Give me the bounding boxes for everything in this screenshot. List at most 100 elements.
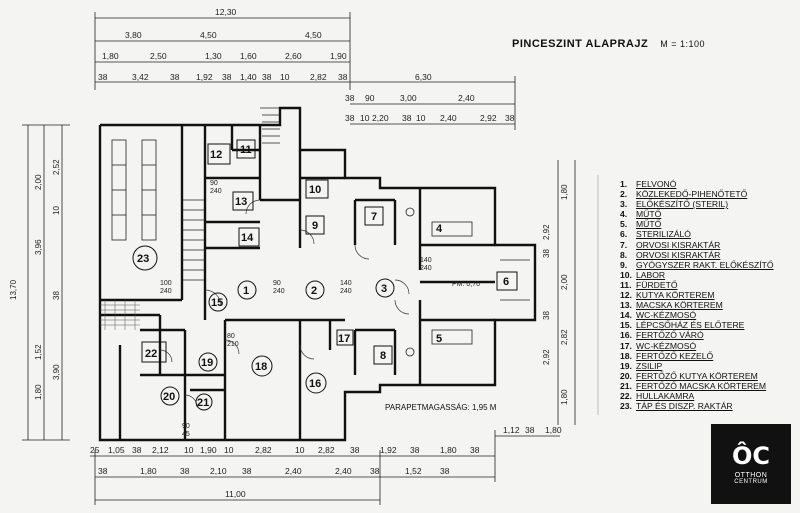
room-18: 18 [255, 361, 267, 373]
legend-item: 3. ELŐKÉSZÍTŐ (STERIL) [620, 199, 774, 209]
legend-number: 7. [620, 239, 628, 250]
legend-text: LABOR [636, 269, 666, 280]
left-dimension-labels: 13,70 3,96 2,00 1,52 10 2,52 38 3,90 1,8… [9, 159, 61, 400]
svg-text:90: 90 [273, 280, 281, 287]
legend-item: 21.FERTŐZŐ MACSKA KÖRTEREM [620, 381, 774, 391]
right-dimension-labels: 1,80 2,92 38 2,00 38 2,82 2,92 1,80 [542, 184, 569, 405]
room-23: 23 [137, 253, 149, 265]
legend-text: STERILIZÁLÓ [636, 229, 691, 240]
svg-text:38: 38 [262, 72, 272, 82]
bottom-dimension-labels: 25 1,05 38 2,12 10 1,90 10 2,82 10 2,82 … [90, 425, 562, 499]
svg-text:1,80: 1,80 [545, 425, 562, 435]
svg-text:90: 90 [210, 180, 218, 187]
legend-number: 3. [620, 199, 628, 210]
legend-text: KUTYA KÖRTEREM [636, 290, 715, 301]
left-dimension-lines [22, 124, 70, 441]
svg-text:38: 38 [180, 466, 190, 476]
legend-number: 17. [620, 340, 632, 351]
legend-item: 13.MACSKA KÖRTEREM [620, 300, 774, 310]
svg-text:2,00: 2,00 [560, 274, 569, 290]
svg-text:38: 38 [370, 466, 380, 476]
svg-text:1,52: 1,52 [34, 344, 43, 360]
legend-item: 22.HULLAKAMRA [620, 391, 774, 401]
legend-number: 15. [620, 320, 632, 331]
room-10: 10 [309, 184, 321, 196]
legend-text: FERTŐZŐ KUTYA KÖRTEREM [636, 370, 758, 381]
room-6: 6 [503, 276, 509, 288]
room-22: 22 [145, 348, 157, 360]
legend-number: 20. [620, 370, 632, 381]
svg-text:1,80: 1,80 [102, 51, 119, 61]
legend-item: 19.ZSILIP [620, 361, 774, 371]
top-dimension-lines [94, 12, 516, 130]
svg-text:90: 90 [365, 93, 375, 103]
otthon-centrum-logo: ÔC OTTHON CENTRUM [711, 424, 791, 504]
svg-text:1,80: 1,80 [440, 445, 457, 455]
svg-text:1,80: 1,80 [560, 389, 569, 405]
room-5: 5 [436, 333, 442, 345]
staircase [182, 107, 280, 281]
svg-text:2,60: 2,60 [285, 51, 302, 61]
svg-text:240: 240 [273, 288, 285, 295]
room-3: 3 [381, 283, 387, 295]
logo-mark: ÔC [731, 441, 770, 470]
legend-number: 12. [620, 290, 632, 301]
door-swings [159, 199, 410, 408]
walls [98, 106, 537, 442]
operating-tables [405, 207, 530, 357]
legend-number: 5. [620, 219, 628, 230]
svg-text:2,20: 2,20 [372, 113, 389, 123]
svg-text:38: 38 [402, 113, 412, 123]
svg-text:140: 140 [420, 257, 432, 264]
pm-note: PM: 0,70 [452, 281, 480, 288]
svg-text:80: 80 [227, 333, 235, 340]
legend-number: 6. [620, 229, 628, 240]
svg-text:38: 38 [505, 113, 515, 123]
svg-text:10: 10 [224, 445, 234, 455]
legend-number: 22. [620, 390, 632, 401]
svg-text:38: 38 [345, 113, 355, 123]
svg-text:25: 25 [90, 445, 100, 455]
svg-text:240: 240 [160, 288, 172, 295]
svg-text:1,12: 1,12 [503, 425, 520, 435]
legend-item: 6. STERILIZÁLÓ [620, 229, 774, 239]
svg-text:2,92: 2,92 [480, 113, 497, 123]
svg-text:140: 140 [340, 280, 352, 287]
legend-text: ELŐKÉSZÍTŐ (STERIL) [636, 199, 729, 210]
parapet-note: PARAPETMAGASSÁG: 1,95 M [385, 403, 497, 412]
legend-number: 10. [620, 269, 632, 280]
svg-text:3,00: 3,00 [400, 93, 417, 103]
legend-text: MŰTŐ [636, 219, 662, 230]
svg-text:38: 38 [345, 93, 355, 103]
legend-number: 2. [620, 189, 628, 200]
svg-text:38: 38 [170, 72, 180, 82]
room-9: 9 [312, 220, 318, 232]
legend-item: 23.TÁP ÉS DISZP. RAKTÁR [620, 401, 774, 411]
top-dimension-labels: 12,30 3,80 4,50 4,50 1,80 2,50 1,30 1,60… [98, 7, 515, 123]
svg-text:4,50: 4,50 [200, 30, 217, 40]
room-16: 16 [309, 378, 321, 390]
svg-text:2,92: 2,92 [542, 224, 551, 240]
legend-number: 23. [620, 401, 632, 412]
room-8: 8 [380, 350, 386, 362]
svg-text:38: 38 [98, 466, 108, 476]
room-12: 12 [210, 149, 222, 161]
room-21: 21 [197, 397, 209, 409]
legend-item: 10. LABOR [620, 270, 774, 280]
logo-line2: CENTRUM [734, 478, 768, 485]
storage-racks [111, 139, 157, 241]
room-7: 7 [371, 211, 377, 223]
legend-item: 17.WC-KÉZMOSÓ [620, 341, 774, 351]
svg-text:38: 38 [440, 466, 450, 476]
svg-text:1,30: 1,30 [205, 51, 222, 61]
svg-text:100: 100 [160, 280, 172, 287]
svg-text:2,00: 2,00 [34, 174, 43, 190]
legend-item: 11.FÜRDETŐ [620, 280, 774, 290]
opening-labels: 90 240 90 240 140 240 80 210 100 240 140… [160, 180, 480, 438]
svg-text:240: 240 [340, 288, 352, 295]
legend-item: 14.WC-KÉZMOSÓ [620, 310, 774, 320]
legend-item: 8.ORVOSI KISRAKTÁR [620, 250, 774, 260]
legend-number: 18. [620, 350, 632, 361]
